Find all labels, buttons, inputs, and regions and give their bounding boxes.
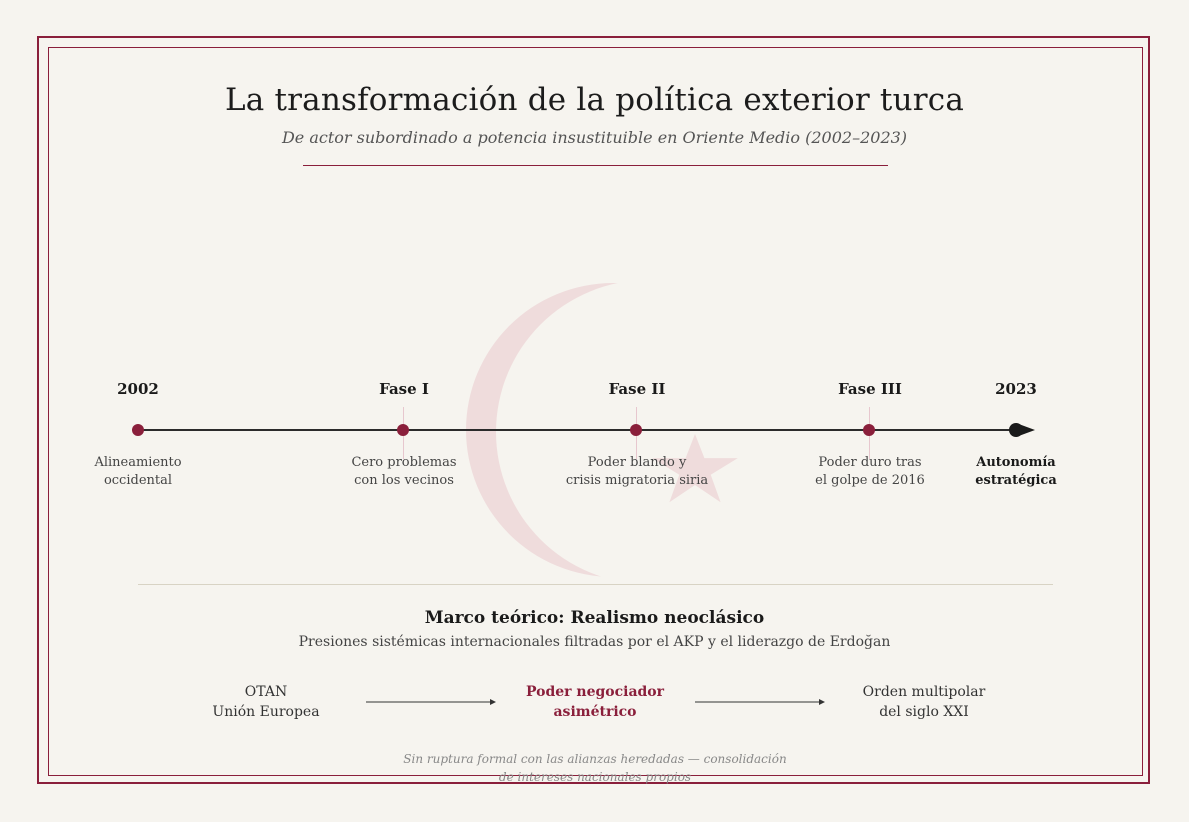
timeline-dot <box>863 424 875 436</box>
timeline-desc-fase-3: Poder duro tras el golpe de 2016 <box>770 454 970 490</box>
timeline-label-2023: 2023 <box>995 380 1037 398</box>
footnote: Sin ruptura formal con las alianzas here… <box>403 752 787 784</box>
node-line: OTAN <box>244 684 288 700</box>
flow-node-center: Poder negociador asimétrico <box>495 682 695 722</box>
node-line: asimétrico <box>553 704 637 720</box>
node-line: Poder negociador <box>525 684 665 700</box>
desc-line: Poder duro tras <box>818 455 922 470</box>
timeline-axis <box>138 429 1018 431</box>
timeline-label-fase-1: Fase I <box>379 380 429 398</box>
desc-line: con los vecinos <box>354 473 454 488</box>
inner-border <box>48 47 1143 776</box>
desc-line: crisis migratoria siria <box>565 473 709 488</box>
desc-line: estratégica <box>975 473 1057 488</box>
flow-node-left: OTAN Unión Europea <box>166 682 366 722</box>
desc-line: Autonomía <box>976 455 1056 470</box>
timeline-desc-2023: Autonomía estratégica <box>916 454 1116 490</box>
page-subtitle: De actor subordinado a potencia insustit… <box>281 128 908 147</box>
timeline-label-fase-2: Fase II <box>608 380 666 398</box>
timeline-dot <box>132 424 144 436</box>
desc-line: occidental <box>103 473 173 488</box>
node-line: Unión Europea <box>212 704 320 720</box>
desc-line: Alineamiento <box>94 455 182 470</box>
timeline-dot <box>630 424 642 436</box>
framework-title: Marco teórico: Realismo neoclásico <box>424 608 765 628</box>
desc-line: el golpe de 2016 <box>815 473 925 488</box>
timeline-arrowhead-icon <box>1009 423 1035 437</box>
flow-arrow-icon <box>695 699 825 705</box>
timeline-dot <box>397 424 409 436</box>
star-icon <box>652 434 738 503</box>
node-line: Orden multipolar <box>862 684 986 700</box>
section-divider <box>138 584 1053 585</box>
desc-line: Cero problemas <box>351 455 457 470</box>
flow-node-right: Orden multipolar del siglo XXI <box>824 682 1024 722</box>
framework-subtitle: Presiones sistémicas internacionales fil… <box>298 634 891 650</box>
outer-border <box>37 36 1150 784</box>
desc-line: Poder blando y <box>587 455 687 470</box>
node-line: del siglo XXI <box>879 704 969 720</box>
timeline-label-fase-3: Fase III <box>838 380 902 398</box>
timeline-desc-fase-2: Poder blando y crisis migratoria siria <box>537 454 737 490</box>
timeline-label-2002: 2002 <box>117 380 159 398</box>
flow-arrow-icon <box>366 699 496 705</box>
timeline-desc-2002: Alineamiento occidental <box>38 454 238 490</box>
timeline-desc-fase-1: Cero problemas con los vecinos <box>304 454 504 490</box>
title-divider <box>303 165 888 166</box>
page-title: La transformación de la política exterio… <box>224 82 965 118</box>
